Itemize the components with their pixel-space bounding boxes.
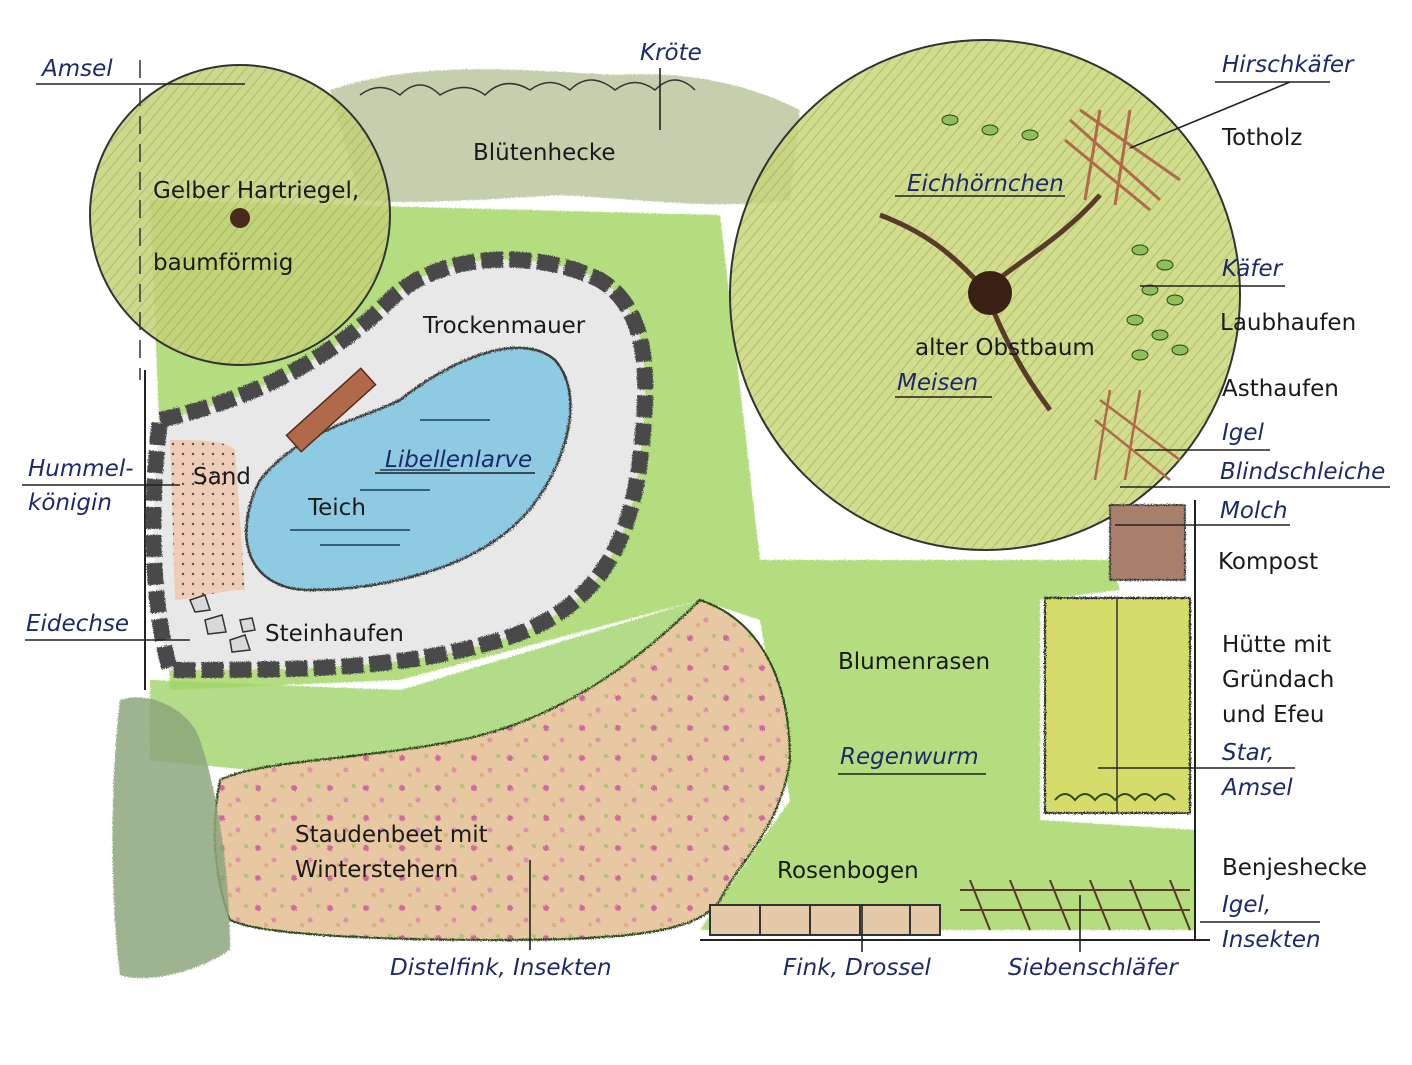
shed xyxy=(1044,597,1191,814)
label-staudenbeet: Staudenbeet mit Winterstehern xyxy=(295,822,488,883)
leaf-pile xyxy=(941,114,1189,361)
label-molch: Molch xyxy=(1220,498,1288,524)
label-trockenmauer: Trockenmauer xyxy=(423,313,586,339)
wood-bench xyxy=(285,367,377,453)
label-hartriegel-1: Gelber Hartriegel, xyxy=(153,178,360,204)
compost-box xyxy=(1109,504,1186,581)
label-totholz: Totholz xyxy=(1222,125,1303,151)
label-laubhaufen: Laubhaufen xyxy=(1220,310,1357,336)
sand-area xyxy=(170,440,245,600)
label-blindschleiche: Blindschleiche xyxy=(1220,459,1386,485)
label-eidechse: Eidechse xyxy=(26,611,130,637)
label-igel-insekten: Igel, Insekten xyxy=(1222,892,1321,953)
label-hirschkaefer: Hirschkäfer xyxy=(1222,52,1354,78)
leader-lines xyxy=(22,68,1390,952)
deadwood xyxy=(1064,108,1181,212)
rose-arch xyxy=(709,904,941,936)
label-meisen: Meisen xyxy=(897,370,979,396)
label-amsel-top: Amsel xyxy=(42,56,113,82)
label-rosenbogen: Rosenbogen xyxy=(777,858,919,884)
label-blumenrasen: Blumenrasen xyxy=(838,649,991,675)
label-hartriegel-2: baumförmig xyxy=(153,250,294,276)
label-star-amsel: Star, Amsel xyxy=(1222,740,1293,801)
pond-ripples xyxy=(290,419,490,546)
label-kompost: Kompost xyxy=(1218,549,1319,575)
fruit-tree xyxy=(729,39,1241,551)
label-asthaufen: Asthaufen xyxy=(1222,376,1339,402)
label-teich: Teich xyxy=(308,495,366,521)
label-hummel-1: Hummel- xyxy=(28,456,134,482)
label-sand: Sand xyxy=(193,464,251,490)
label-libellenlarve: Libellenlarve xyxy=(385,447,533,473)
label-alter-obstbaum: alter Obstbaum xyxy=(915,335,1095,361)
label-siebenschlaefer: Siebenschläfer xyxy=(1008,955,1178,981)
dead-hedge xyxy=(960,879,1191,931)
flowering-hedge xyxy=(330,69,800,205)
label-hummel-2: königin xyxy=(28,490,112,516)
label-fink-drossel: Fink, Drossel xyxy=(783,955,931,981)
label-benjeshecke: Benjeshecke xyxy=(1222,855,1368,881)
label-eichhoernchen: Eichhörnchen xyxy=(907,171,1064,197)
label-kroete: Kröte xyxy=(640,40,702,66)
label-regenwurm: Regenwurm xyxy=(840,744,979,770)
perennial-bed xyxy=(213,598,792,942)
stone-pile xyxy=(188,594,256,653)
label-igel: Igel xyxy=(1222,420,1264,446)
label-huette: Hütte mit Gründach und Efeu xyxy=(1222,632,1335,728)
garden-border xyxy=(144,370,1210,941)
dogwood-tree xyxy=(89,60,391,380)
label-kaefer: Käfer xyxy=(1222,256,1283,282)
label-steinhaufen: Steinhaufen xyxy=(265,621,404,647)
left-hedge xyxy=(112,697,230,979)
flowering-hedge-outline xyxy=(359,79,696,96)
label-distelfink: Distelfink, Insekten xyxy=(390,955,612,981)
label-bluetenhecke: Blütenhecke xyxy=(473,140,616,166)
